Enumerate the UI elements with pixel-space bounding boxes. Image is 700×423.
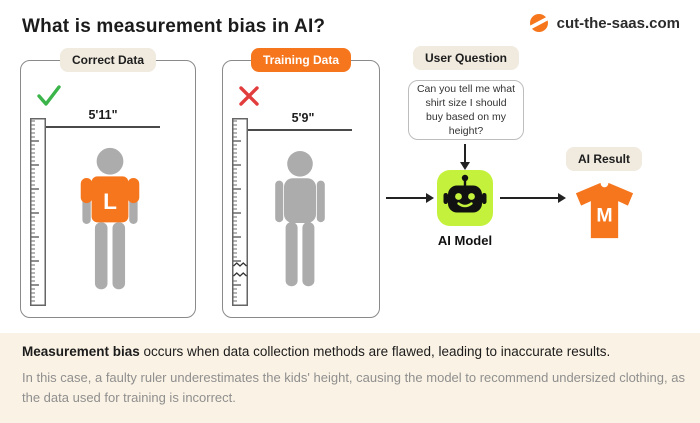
correct-data-label: Correct Data — [59, 48, 157, 72]
measure-line-correct — [46, 126, 160, 128]
arrow-to-ai-head — [426, 193, 434, 203]
x-icon — [239, 86, 259, 106]
ai-result-label: AI Result — [565, 147, 643, 171]
person-figure-correct: L — [80, 147, 140, 290]
ai-model-label: AI Model — [437, 233, 493, 248]
training-data-label: Training Data — [250, 48, 352, 72]
footer-lead: Measurement bias occurs when data collec… — [22, 344, 610, 359]
person-figure-training — [275, 151, 325, 287]
user-question-label: User Question — [412, 46, 520, 70]
arrow-question-head — [460, 162, 470, 170]
tshirt-icon: M — [575, 182, 634, 239]
shirt-letter-correct: L — [103, 189, 117, 214]
brand-logo: cut-the-saas.com — [527, 12, 680, 34]
tshirt-letter: M — [596, 204, 612, 226]
brand-logo-icon — [527, 14, 550, 32]
checkmark-icon — [37, 85, 61, 106]
footer-lead-rest: occurs when data collection methods are … — [139, 344, 611, 359]
arrow-to-ai-line — [386, 197, 426, 199]
ruler-correct — [30, 118, 46, 306]
ruler-broken — [232, 118, 248, 306]
footer-detail: In this case, a faulty ruler underestima… — [22, 370, 685, 405]
height-label-training: 5'9" — [291, 111, 315, 125]
arrow-to-result-head — [558, 193, 566, 203]
robot-icon — [443, 174, 487, 213]
brand-logo-text: cut-the-saas.com — [556, 14, 680, 32]
footer-band: Measurement bias occurs when data collec… — [0, 333, 700, 423]
arrow-to-result-line — [500, 197, 558, 199]
arrow-question-line — [464, 144, 466, 162]
footer-lead-bold: Measurement bias — [22, 344, 140, 359]
speech-bubble: Can you tell me what shirt size I should… — [408, 80, 524, 140]
measure-line-training — [248, 129, 352, 131]
ai-model-icon — [437, 170, 493, 226]
height-label-correct: 5'11" — [88, 108, 118, 122]
page-title: What is measurement bias in AI? — [22, 16, 326, 37]
